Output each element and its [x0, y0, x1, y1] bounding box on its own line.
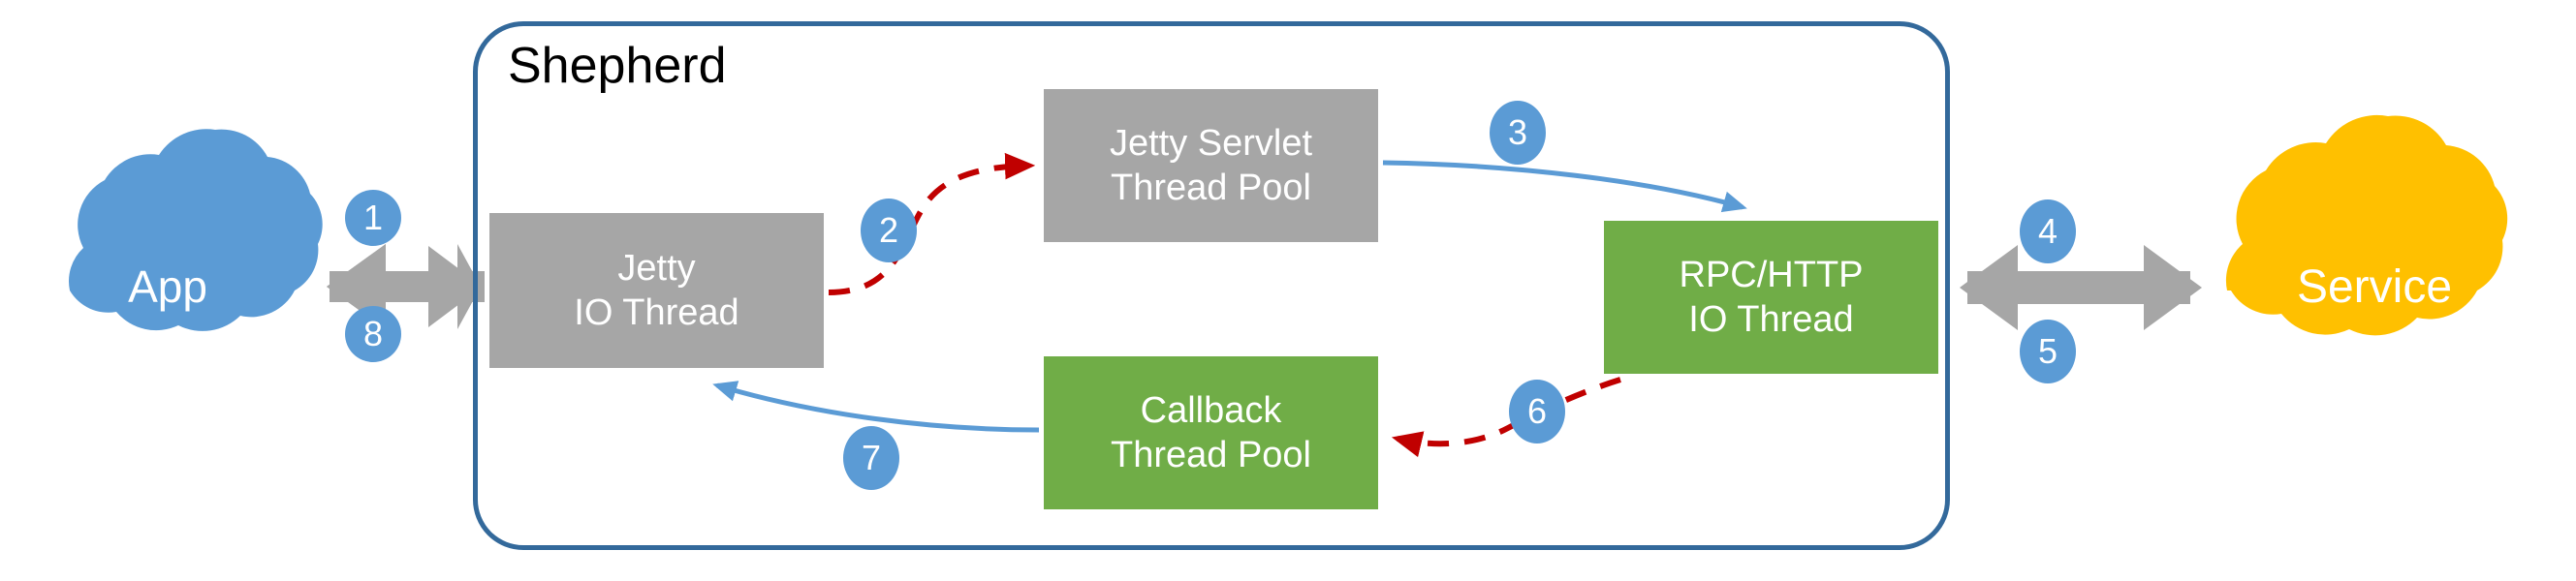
service-cloud: Service — [2185, 180, 2563, 393]
node-jetty-io-thread-line2: IO Thread — [574, 292, 739, 333]
node-jetty-io-thread-line1: Jetty — [617, 247, 696, 289]
shepherd-container — [473, 21, 1950, 550]
node-callback-thread-pool-line2: Thread Pool — [1110, 435, 1311, 475]
step-badge-6: 6 — [1509, 380, 1565, 443]
step-badge-7: 7 — [843, 426, 899, 490]
node-rpc-http-io-thread-line2: IO Thread — [1688, 299, 1854, 340]
node-jetty-servlet-thread-pool-line1: Jetty Servlet — [1109, 122, 1313, 164]
step-badge-1: 1 — [345, 190, 401, 246]
connector-7-path — [712, 381, 1040, 433]
node-jetty-servlet-thread-pool: Jetty Servlet Thread Pool — [1044, 89, 1378, 242]
connector-3-path — [1382, 160, 1747, 213]
step-badge-5: 5 — [2020, 320, 2076, 383]
node-rpc-http-io-thread: RPC/HTTP IO Thread — [1604, 221, 1938, 374]
connector-2-path — [828, 152, 1036, 295]
step-badge-4: 4 — [2020, 199, 2076, 263]
app-cloud-label: App — [128, 261, 207, 312]
node-rpc-http-io-thread-line1: RPC/HTTP — [1679, 254, 1864, 295]
shepherd-title: Shepherd — [508, 38, 727, 94]
step-badge-2: 2 — [861, 199, 917, 262]
service-cloud-shape — [2225, 114, 2508, 336]
step-badge-8: 8 — [345, 306, 401, 362]
node-callback-thread-pool-line1: Callback — [1140, 389, 1282, 431]
node-jetty-servlet-thread-pool-line2: Thread Pool — [1110, 168, 1311, 208]
connector-rpc-service-bidirectional — [1960, 245, 2202, 330]
connector-6-path — [1391, 377, 1621, 458]
app-cloud-shape — [69, 129, 323, 331]
service-cloud-label: Service — [2296, 260, 2453, 313]
app-cloud: App — [17, 190, 318, 383]
node-jetty-io-thread: Jetty IO Thread — [489, 213, 824, 368]
node-callback-thread-pool: Callback Thread Pool — [1044, 356, 1378, 509]
step-badge-3: 3 — [1490, 101, 1546, 165]
